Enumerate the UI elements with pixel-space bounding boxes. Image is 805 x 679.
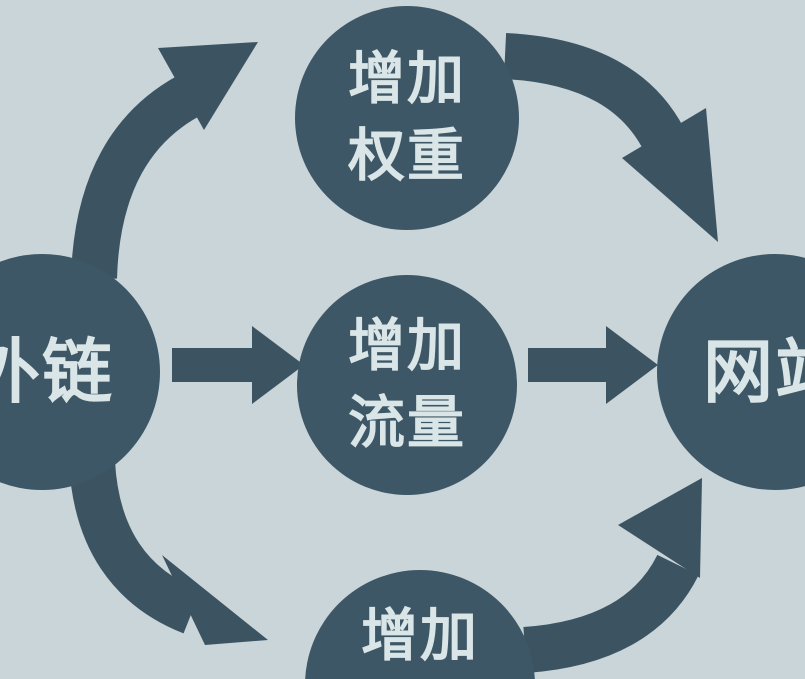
arrow-source-to-bottom-head	[162, 555, 268, 645]
node-increase-bottom-label: 增加	[361, 603, 479, 669]
node-increase-traffic-label-line1: 增加	[348, 313, 466, 380]
arrow-top-to-target-band	[503, 33, 690, 158]
arrow-middle-to-target	[528, 326, 658, 404]
node-increase-traffic-label-line2: 流量	[348, 390, 466, 456]
node-increase-weight: 增加 权重	[295, 6, 519, 230]
node-external-links-label: 外链	[0, 330, 114, 413]
arrow-source-to-top-band	[71, 71, 207, 279]
arrow-bottom-to-target-head	[618, 478, 702, 578]
node-increase-weight-label-line2: 权重	[348, 123, 466, 189]
arrow-bottom-to-target-band	[523, 554, 699, 673]
node-increase-traffic: 增加 流量	[297, 275, 517, 495]
node-increase-weight-label-line1: 增加	[348, 46, 466, 113]
arrow-top-to-target-head	[622, 108, 718, 242]
arrow-source-to-top-head	[158, 42, 258, 130]
node-website-label: 网站	[703, 330, 805, 413]
arrow-source-to-bottom-band	[69, 460, 201, 634]
arrow-source-to-middle	[172, 326, 304, 404]
